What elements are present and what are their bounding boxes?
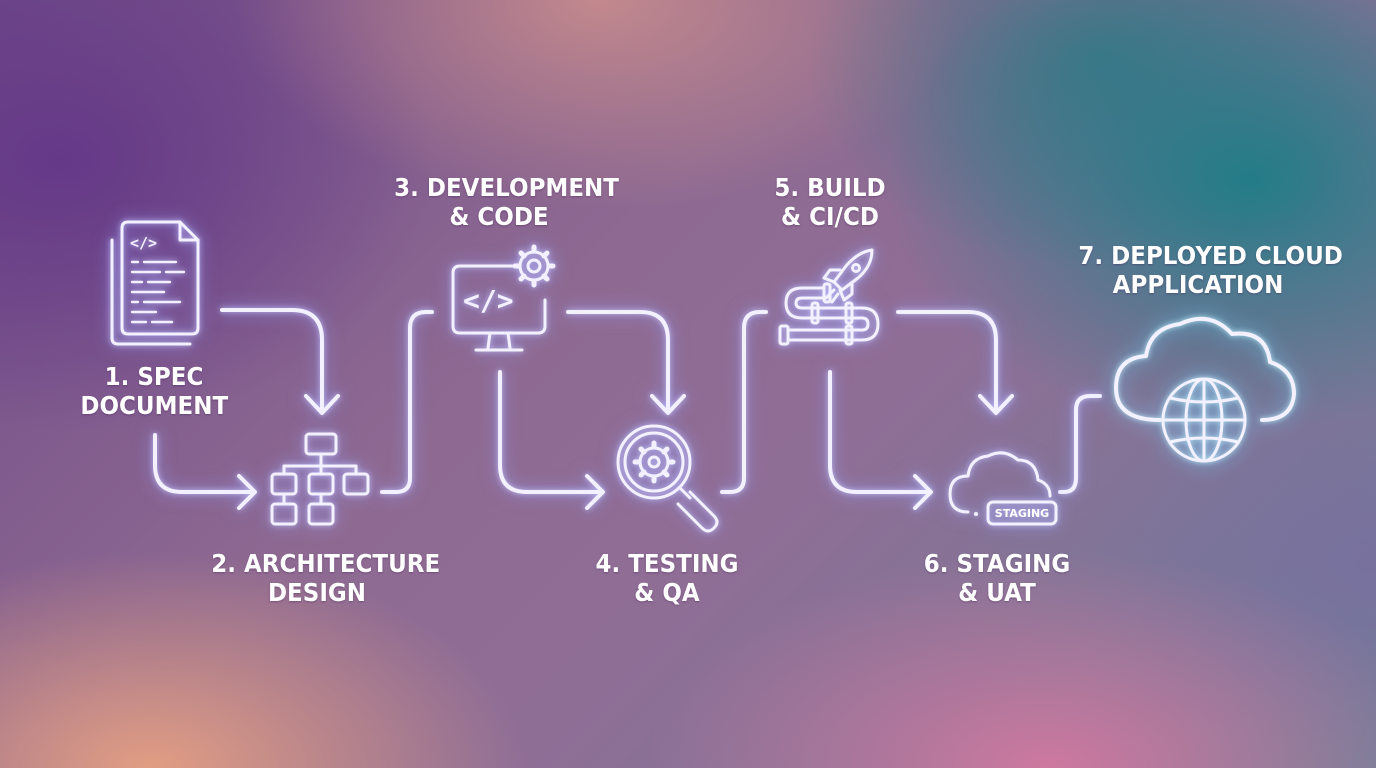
- connectors: [153, 308, 1102, 510]
- connector-spec-to-architecture-bottom: [153, 433, 254, 494]
- step-label-deployed-cloud: 7. DEPLOYED CLOUD APPLICATION: [1078, 241, 1343, 299]
- arrowhead-right: [913, 474, 933, 510]
- monitor-code-gear-icon: </>: [451, 244, 556, 352]
- step-title: 7. DEPLOYED CLOUD: [1078, 241, 1343, 270]
- hierarchy-icon: [270, 432, 370, 526]
- globe-icon: [1161, 377, 1247, 463]
- connector-staging-to-cloud: [1058, 394, 1102, 494]
- step-label-staging-uat: 6. STAGING & UAT: [919, 549, 1075, 607]
- step-subtitle: & CI/CD: [781, 202, 879, 231]
- gear-icon: [512, 244, 556, 288]
- arrowhead-down: [304, 394, 340, 415]
- arrowhead-down: [978, 394, 1014, 415]
- step-label-build-cicd: 5. BUILD & CI/CD: [758, 173, 902, 231]
- step-subtitle: & QA: [634, 578, 700, 607]
- step-subtitle: APPLICATION: [1112, 270, 1284, 299]
- step-label-testing-qa: 4. TESTING & QA: [589, 549, 745, 607]
- step-subtitle: DOCUMENT: [80, 391, 229, 420]
- connector-spec-to-architecture-top: [220, 308, 324, 412]
- step-label-spec-document: 1. SPEC DOCUMENT: [80, 362, 229, 420]
- code-glyph: </>: [463, 284, 514, 317]
- step-subtitle: DESIGN: [267, 578, 367, 607]
- step-title: 1. SPEC: [104, 362, 204, 391]
- connector-build-to-staging-top: [896, 310, 998, 412]
- staging-badge: STAGING: [974, 500, 1058, 526]
- magnifier-gear-icon: [616, 424, 719, 533]
- document-code-icon: </>: [110, 220, 200, 346]
- step-title: 6. STAGING: [923, 549, 1071, 578]
- gear-icon: [632, 440, 676, 484]
- connector-development-to-testing-bottom: [498, 370, 602, 494]
- step-title: 4. TESTING: [595, 549, 739, 578]
- cloud-staging-icon: STAGING: [948, 451, 1058, 526]
- step-title: 2. ARCHITECTURE: [211, 549, 441, 578]
- connector-architecture-to-development: [380, 310, 434, 494]
- rocket-pipeline-icon: [778, 248, 880, 346]
- pipeline-icon: [778, 282, 880, 346]
- arrowhead-down: [650, 394, 686, 415]
- step-subtitle: & CODE: [449, 202, 549, 231]
- connector-testing-to-build: [720, 310, 768, 494]
- step-subtitle: & UAT: [958, 578, 1036, 607]
- connector-build-to-staging-bottom: [828, 370, 930, 494]
- code-glyph: </>: [130, 234, 157, 252]
- step-title: 5. BUILD: [774, 173, 886, 202]
- arrowhead-right: [585, 474, 605, 510]
- rocket-icon: [822, 248, 874, 304]
- connector-development-to-testing-top: [566, 310, 670, 412]
- staging-badge-text: STAGING: [995, 507, 1049, 520]
- arrowhead-right: [237, 474, 257, 510]
- cloud-globe-icon: [1114, 316, 1296, 463]
- step-label-architecture-design: 2. ARCHITECTURE DESIGN: [211, 549, 441, 607]
- step-title: 3. DEVELOPMENT: [394, 173, 619, 202]
- step-label-development-code: 3. DEVELOPMENT & CODE: [394, 173, 619, 231]
